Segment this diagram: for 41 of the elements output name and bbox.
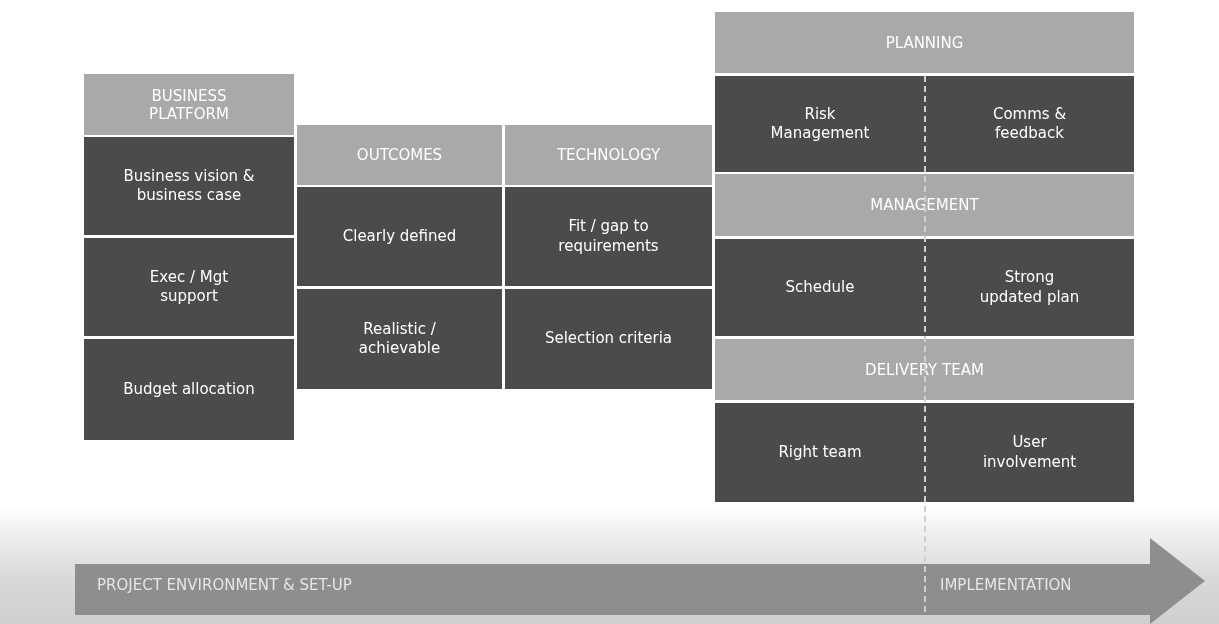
factor-tile <box>925 76 1134 172</box>
factor-tile <box>84 238 294 336</box>
factor-label: Comms & feedback <box>991 104 1068 144</box>
header-label: MANAGEMENT <box>870 196 979 214</box>
factor-label: Strong updated plan <box>978 268 1081 307</box>
header-panel <box>505 125 712 185</box>
factor-tile <box>84 339 294 440</box>
factor-label: User involvement <box>981 433 1078 472</box>
factor-tile <box>505 289 712 389</box>
header-panel <box>715 174 1134 236</box>
header-label: DELIVERY TEAM <box>865 360 984 379</box>
factor-tile <box>297 187 502 286</box>
header-label: BUSINESS PLATFORM <box>148 86 230 123</box>
header-label: OUTCOMES <box>356 146 443 164</box>
header-panel <box>715 339 1134 400</box>
factor-tile <box>84 137 294 235</box>
factor-label: Clearly defined <box>342 226 457 247</box>
phase-label: IMPLEMENTATION <box>940 576 1072 594</box>
factor-tile <box>715 403 925 502</box>
factor-label: Budget allocation <box>123 379 255 400</box>
factor-tile <box>925 403 1134 502</box>
header-panel <box>715 12 1134 73</box>
factor-tile <box>505 187 712 286</box>
factor-tile <box>925 239 1134 336</box>
factor-label: Fit / gap to requirements <box>557 217 660 256</box>
header-label: TECHNOLOGY <box>556 146 661 164</box>
factor-tile <box>715 76 925 172</box>
factor-label: Schedule <box>785 277 855 298</box>
factor-label: Business vision & business case <box>122 166 256 206</box>
factor-label: Selection criteria <box>544 329 673 349</box>
factor-label: Right team <box>778 442 862 463</box>
factor-tile <box>715 239 925 336</box>
factor-tile <box>297 289 502 389</box>
header-panel <box>84 74 294 135</box>
phase-label: PROJECT ENVIRONMENT & SET-UP <box>97 576 352 594</box>
factor-label: Realistic / achievable <box>357 319 442 359</box>
timeline-arrow <box>75 538 1205 624</box>
header-panel <box>297 125 502 185</box>
factor-label: Exec / Mgt support <box>148 267 230 307</box>
header-label: PLANNING <box>885 33 964 52</box>
factor-label: Risk Management <box>769 104 871 144</box>
